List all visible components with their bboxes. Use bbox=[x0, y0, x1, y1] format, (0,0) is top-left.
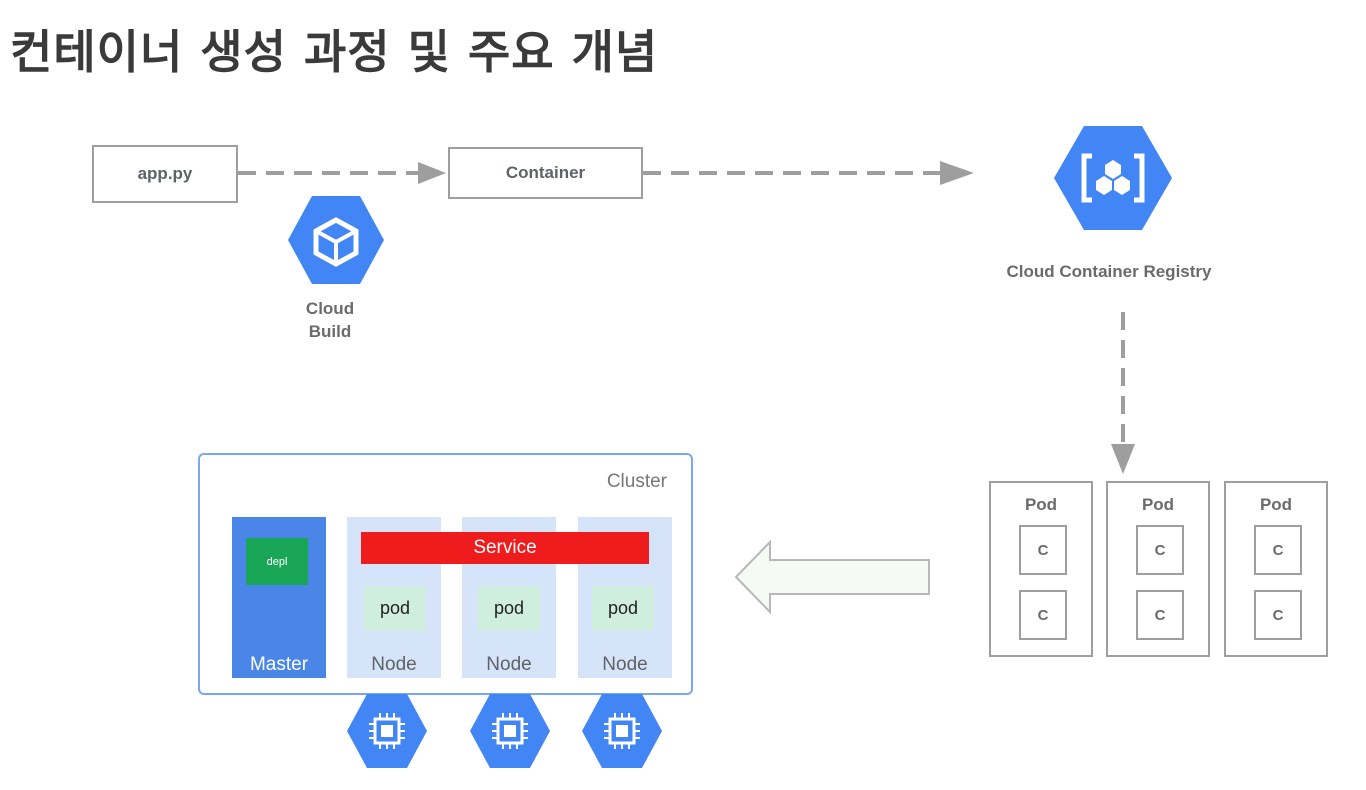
node-pod-3: pod bbox=[592, 586, 654, 631]
container-label: Container bbox=[505, 163, 586, 182]
container-box: Container bbox=[448, 147, 643, 199]
node-pod-1: pod bbox=[364, 586, 426, 631]
service-label: Service bbox=[473, 537, 537, 558]
pod-box-3: Pod C C bbox=[1224, 481, 1328, 657]
pod-box-2: Pod C C bbox=[1106, 481, 1210, 657]
deploy-arrow bbox=[734, 539, 930, 615]
container-c-box: C bbox=[1136, 525, 1184, 575]
node-label: Node bbox=[602, 654, 648, 675]
cloud-build-label-line2: Build bbox=[308, 322, 352, 341]
container-registry-icon bbox=[1054, 126, 1172, 230]
master-label: Master bbox=[249, 654, 309, 675]
container-c-box: C bbox=[1136, 590, 1184, 640]
cloud-build-icon bbox=[288, 196, 384, 284]
pod-title: Pod bbox=[1024, 495, 1058, 514]
compute-engine-icon bbox=[582, 694, 662, 768]
pod-title: Pod bbox=[1141, 495, 1175, 514]
source-file-box: app.py bbox=[92, 145, 238, 203]
pod-title: Pod bbox=[1259, 495, 1293, 514]
cloud-build-label: Cloud Build bbox=[280, 297, 380, 343]
compute-engine-icon bbox=[470, 694, 550, 768]
deployment-label: depl bbox=[266, 555, 288, 568]
page-title: 컨테이너 생성 과정 및 주요 개념 bbox=[10, 25, 659, 79]
arrowhead-push bbox=[940, 161, 974, 185]
node-pod-label: pod bbox=[607, 598, 639, 618]
node-pod-label: pod bbox=[379, 598, 411, 618]
registry-label: Cloud Container Registry bbox=[1006, 262, 1212, 281]
deployment-box: depl bbox=[246, 538, 308, 585]
arrowhead-pull bbox=[1111, 444, 1135, 474]
container-c-box: C bbox=[1019, 525, 1067, 575]
container-c-box: C bbox=[1254, 525, 1302, 575]
source-file-label: app.py bbox=[137, 164, 193, 183]
node-label: Node bbox=[371, 654, 417, 675]
node-pod-2: pod bbox=[478, 586, 540, 631]
compute-engine-icon bbox=[347, 694, 427, 768]
cluster-label: Cluster bbox=[606, 471, 667, 492]
container-c-box: C bbox=[1254, 590, 1302, 640]
arrowhead-build bbox=[418, 162, 446, 184]
node-label: Node bbox=[486, 654, 532, 675]
cloud-build-label-line1: Cloud bbox=[305, 299, 355, 318]
node-pod-label: pod bbox=[493, 598, 525, 618]
container-c-box: C bbox=[1019, 590, 1067, 640]
pod-box-1: Pod C C bbox=[989, 481, 1093, 657]
service-bar: Service bbox=[361, 532, 649, 564]
